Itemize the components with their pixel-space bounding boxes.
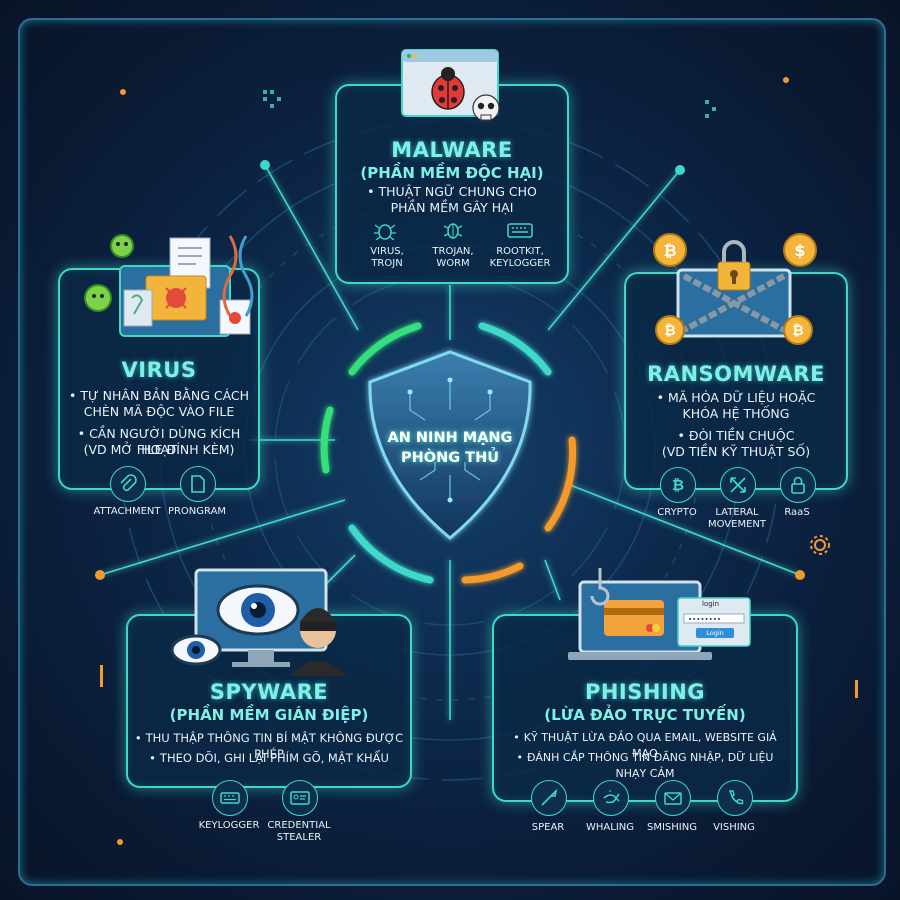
phishing-title: PHISHING bbox=[584, 680, 706, 704]
center-shield-label: AN NINH MẠNG PHÒNG THỦ bbox=[370, 428, 530, 468]
spyware-title: SPYWARE bbox=[209, 680, 329, 704]
svg-text:₿: ₿ bbox=[672, 476, 684, 494]
malware-card: MALWARE (PHẦN MỀM ĐỘC HẠI) •THUẬT NGỮ CH… bbox=[335, 84, 569, 284]
svg-text:$: $ bbox=[794, 241, 805, 260]
arrows-icon bbox=[720, 467, 756, 503]
spyware-subtitle: (PHẦN MỀM GIÁN ĐIỆP) bbox=[169, 706, 369, 724]
ransomware-illustration: ₿ $ ₿ ₿ bbox=[653, 233, 817, 345]
svg-text:••••••••: •••••••• bbox=[688, 616, 721, 624]
virus-item-program: PRONGRAM bbox=[167, 506, 227, 517]
ransomware-bullet-3: •ĐÒI TIỀN CHUỘC bbox=[677, 428, 795, 443]
ransomware-bullet-4: (VD TIỀN KỸ THUẬT SỐ) bbox=[661, 444, 811, 459]
ransomware-bullet-1: •MÃ HÓA DỮ LIỆU HOẶC bbox=[656, 390, 816, 405]
malware-item-rootkit: ROOTKIT,KEYLOGGER bbox=[489, 246, 551, 269]
virus-bullet-3: •CẦN NGƯỜI DÙNG KÍCH HOẠT bbox=[77, 426, 241, 457]
phishing-subtitle: (LỪA ĐẢO TRỰC TUYẾN) bbox=[544, 706, 746, 724]
phishing-item-vishing: VISHING bbox=[713, 822, 755, 833]
malware-item-trojan: TROJAN,WORM bbox=[432, 246, 474, 269]
ransomware-item-raas: RaaS bbox=[784, 507, 810, 518]
outer-frame bbox=[18, 18, 886, 886]
beetle-icon bbox=[441, 220, 471, 244]
spyware-bullet-1: •THU THẬP THÔNG TIN BÍ MẬT KHÔNG ĐƯỢC PH… bbox=[134, 731, 404, 761]
phishing-bullet-1: •KỸ THUẬT LỪA ĐẢO QUA EMAIL, WEBSITE GIẢ… bbox=[513, 731, 777, 760]
virus-bullet-4: (VD MỞ FILE ĐÍNH KÈM) bbox=[83, 442, 235, 457]
virus-item-attachment: ATTACHMENT bbox=[93, 506, 161, 517]
envelope-icon bbox=[655, 780, 691, 816]
lock-icon bbox=[780, 467, 816, 503]
whale-icon bbox=[593, 780, 629, 816]
keyboard-icon bbox=[507, 220, 537, 244]
center-line-2: PHÒNG THỦ bbox=[401, 450, 499, 466]
phishing-bullet-2: •ĐÁNH CẮP THÔNG TIN ĐĂNG NHẬP, DỮ LIỆU N… bbox=[516, 751, 774, 780]
spyware-bullet-2: •THEO DÕI, GHI LẠI PHÍM GÕ, MẬT KHẨU bbox=[149, 751, 389, 765]
phone-icon bbox=[717, 780, 753, 816]
phishing-item-spear: SPEAR bbox=[531, 822, 565, 833]
malware-illustration bbox=[401, 49, 500, 122]
virus-bullet-2: CHÈN MÃ ĐỘC VÀO FILE bbox=[83, 404, 235, 419]
svg-text:₿: ₿ bbox=[664, 323, 675, 339]
spyware-item-keylogger: KEYLOGGER bbox=[198, 820, 260, 831]
spyware-illustration bbox=[170, 568, 346, 676]
phishing-login-button: Login bbox=[706, 628, 724, 637]
ransomware-item-crypto: CRYPTO bbox=[657, 507, 697, 518]
ransomware-title: RANSOMWARE bbox=[647, 362, 825, 386]
phishing-item-smishing: SMISHING bbox=[647, 822, 697, 833]
malware-subtitle: (PHẦN MỀM ĐỘC HẠI) bbox=[360, 164, 544, 182]
phishing-login-label: login bbox=[702, 600, 720, 608]
phishing-item-whaling: WHALING bbox=[586, 822, 634, 833]
center-line-1: AN NINH MẠNG bbox=[387, 430, 513, 446]
virus-illustration bbox=[84, 234, 254, 337]
svg-text:₿: ₿ bbox=[792, 323, 803, 339]
malware-item-virus: VIRUS,TROJN bbox=[370, 246, 404, 269]
malware-title: MALWARE bbox=[391, 138, 513, 162]
id-card-icon bbox=[282, 780, 318, 816]
spear-icon bbox=[531, 780, 567, 816]
ransomware-bullet-2: KHÓA HỆ THỐNG bbox=[682, 406, 790, 421]
malware-bullet-2: PHẦN MỀM GÂY HẠI bbox=[390, 200, 514, 215]
bug-icon bbox=[373, 220, 403, 244]
paperclip-icon bbox=[110, 466, 146, 502]
keyboard-icon-spyware bbox=[212, 780, 248, 816]
virus-title: VIRUS bbox=[121, 358, 197, 382]
phishing-illustration: •••••••• bbox=[568, 568, 751, 660]
svg-text:₿: ₿ bbox=[663, 241, 676, 260]
virus-bullet-1: •TỰ NHÂN BẢN BẰNG CÁCH bbox=[68, 388, 250, 403]
bitcoin-icon: ₿ bbox=[660, 467, 696, 503]
document-icon bbox=[180, 466, 216, 502]
malware-bullet-1: •THUẬT NGỮ CHUNG CHO bbox=[367, 184, 537, 199]
